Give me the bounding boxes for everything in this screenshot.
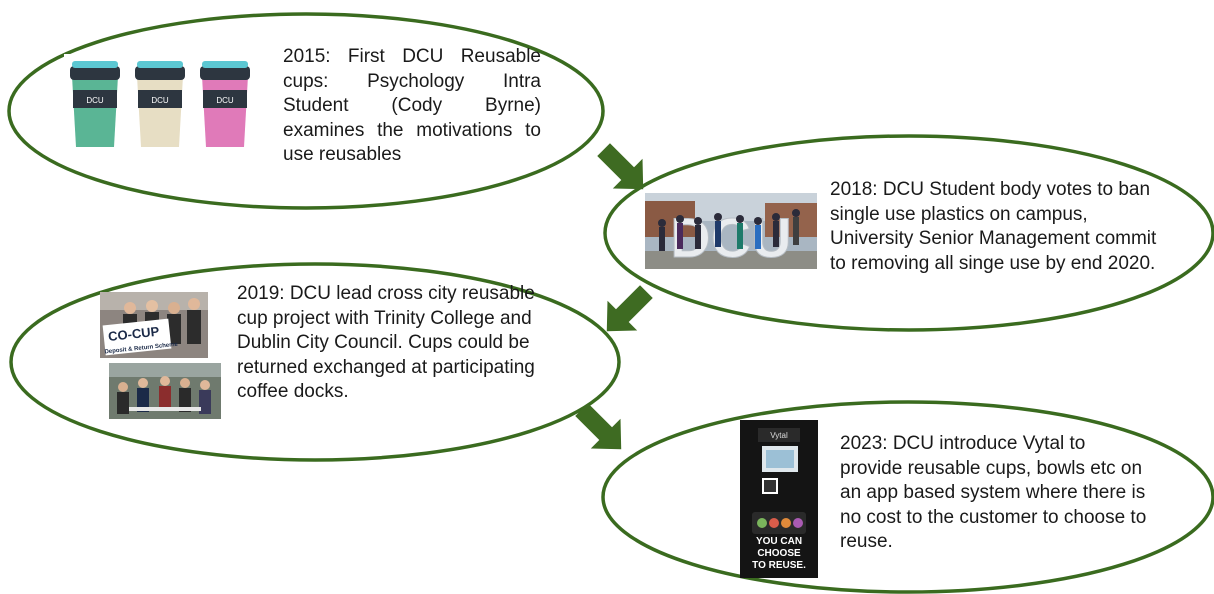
event-text-2015: 2015: First DCU Reusable cups: Psycholog… [283,46,541,165]
event-text-2023: 2023: DCU introduce Vytal to provide reu… [840,433,1147,552]
svg-text:Vytal: Vytal [770,431,788,440]
photo-students-dcu-letters: DCU [645,193,817,269]
svg-text:YOU CAN: YOU CAN [756,536,802,547]
cup-logo: DCU [151,96,169,105]
photo-vytal-kiosk: Vytal YOU CAN CHOOSE TO REUSE. [740,420,818,578]
dcu-letters: DCU [670,206,791,269]
photo-co-cup-table [109,363,221,419]
event-text-2019: 2019: DCU lead cross city reusable cup p… [237,283,535,402]
svg-text:CHOOSE: CHOOSE [757,548,801,559]
arrow-down-right-1 [597,143,644,190]
svg-text:TO REUSE.: TO REUSE. [752,560,806,571]
arrow-down-left [606,285,653,332]
photo-reusable-cups: DCU DCU DCU [64,54,264,151]
cup-logo: DCU [86,96,104,105]
svg-text:CO-CUP: CO-CUP [107,324,160,344]
cup-logo: DCU [216,96,234,105]
photo-co-cup-launch: CO-CUP Deposit & Return Scheme [100,292,208,358]
event-text-2018: 2018: DCU Student body votes to ban sing… [830,179,1157,274]
arrow-down-right-2 [575,403,622,450]
event-ellipse-2018 [603,134,1214,332]
